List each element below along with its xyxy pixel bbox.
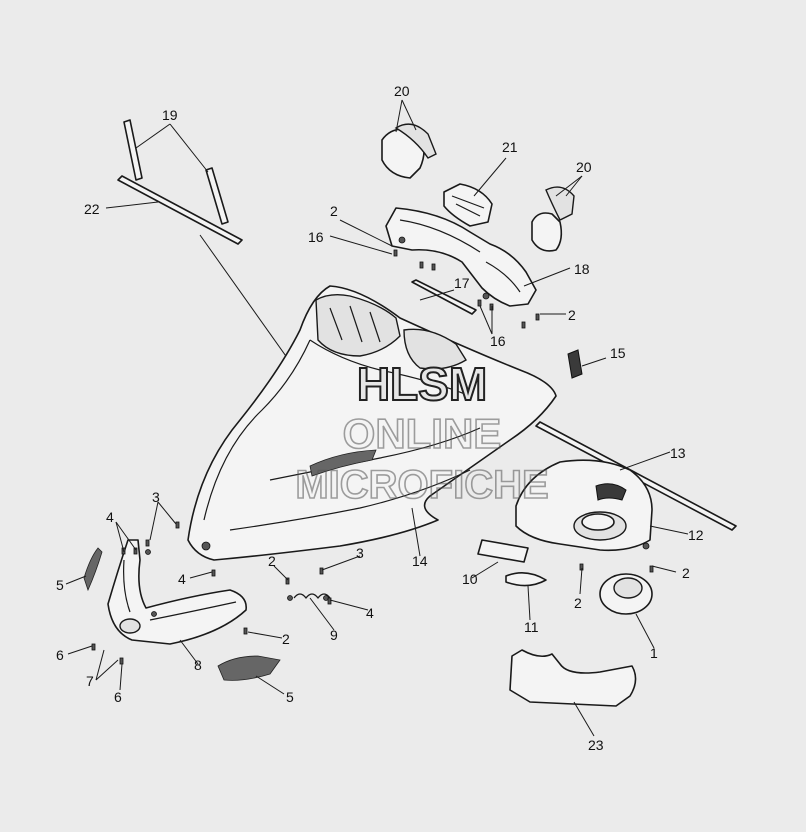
callout-5: 5 [286, 689, 294, 705]
callout-19: 19 [162, 107, 178, 123]
callout-20: 20 [576, 159, 592, 175]
callout-14: 14 [412, 553, 428, 569]
callout-3: 3 [356, 545, 364, 561]
callout-13: 13 [670, 445, 686, 461]
callout-17: 17 [454, 275, 470, 291]
callout-8: 8 [194, 657, 202, 673]
windshield-strip-22 [117, 175, 243, 245]
callout-18: 18 [574, 261, 590, 277]
trim-strip-17 [411, 279, 477, 315]
watermark-line1: HLSM [357, 358, 487, 410]
callout-2: 2 [268, 553, 276, 569]
callout-10: 10 [462, 571, 478, 587]
callout-16: 16 [308, 229, 324, 245]
callout-21: 21 [502, 139, 518, 155]
instrument-housing-18 [385, 207, 537, 307]
callout-20: 20 [394, 83, 410, 99]
mirror-left-20 [381, 123, 437, 179]
grille-5-bottom [217, 655, 281, 681]
seal-ring-1 [599, 573, 653, 615]
callout-12: 12 [688, 527, 704, 543]
hood-14 [187, 285, 557, 561]
tag-15 [567, 349, 583, 379]
front-bumper-8 [107, 539, 247, 645]
spring-9 [287, 593, 331, 601]
callout-4: 4 [106, 509, 114, 525]
callout-labels: 20 21 20 19 22 2 16 18 17 2 16 15 13 12 … [56, 83, 704, 753]
callout-15: 15 [610, 345, 626, 361]
watermark: HLSM ONLINE MICROFICHE [295, 357, 550, 508]
leader-lines [65, 99, 689, 737]
gauge-21 [443, 183, 493, 227]
decal-11 [505, 572, 547, 587]
callout-22: 22 [84, 201, 100, 217]
callout-6: 6 [114, 689, 122, 705]
callout-4: 4 [366, 605, 374, 621]
callout-23: 23 [588, 737, 604, 753]
callout-9: 9 [330, 627, 338, 643]
callout-7: 7 [86, 673, 94, 689]
watermark-line3: MICROFICHE [295, 463, 548, 507]
callout-2: 2 [574, 595, 582, 611]
callout-6: 6 [56, 647, 64, 663]
callout-3: 3 [152, 489, 160, 505]
callout-16: 16 [490, 333, 506, 349]
callout-1: 1 [650, 645, 658, 661]
callout-2: 2 [330, 203, 338, 219]
callout-5: 5 [56, 577, 64, 593]
callout-4: 4 [178, 571, 186, 587]
watermark-line2: ONLINE [343, 410, 502, 457]
callout-11: 11 [524, 619, 539, 635]
panel-12 [515, 459, 653, 552]
fasteners [91, 521, 654, 665]
grille-5-left [83, 547, 103, 592]
windshield-trim-19 [123, 119, 229, 225]
mirror-right-20 [531, 186, 575, 252]
pad-23 [509, 649, 637, 707]
callout-2: 2 [282, 631, 290, 647]
callout-2: 2 [568, 307, 576, 323]
callout-2: 2 [682, 565, 690, 581]
decal-10 [477, 539, 529, 563]
